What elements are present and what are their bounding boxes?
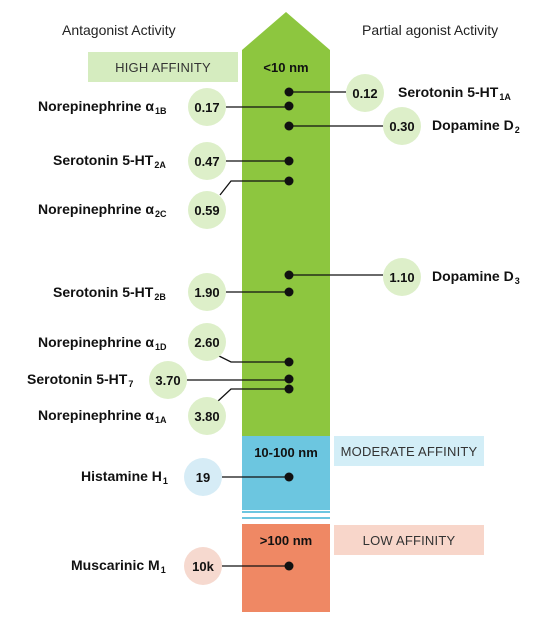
arrow-head xyxy=(242,12,330,50)
ki-value-badge-ser2a: 0.47 xyxy=(188,142,226,180)
high-affinity-band xyxy=(242,50,330,436)
ki-value-badge-nea2c: 0.59 xyxy=(188,191,226,229)
receptor-name-ser1a: Serotonin 5-HT1A xyxy=(398,84,511,102)
moderate-affinity-band xyxy=(242,436,330,510)
ki-value-badge-dopd2: 0.30 xyxy=(383,107,421,145)
affinity-dot-ser7 xyxy=(284,374,294,384)
receptor-name-nea1d: Norepinephrine α1D xyxy=(38,334,167,352)
receptor-name-nea1a: Norepinephrine α1A xyxy=(38,407,167,425)
ki-value-badge-ser7: 3.70 xyxy=(149,361,187,399)
ki-value-badge-musM1: 10k xyxy=(184,547,222,585)
ki-value-badge-hisH1: 19 xyxy=(184,458,222,496)
low-affinity-range: >100 nm xyxy=(259,533,313,548)
connector-line-nea1d xyxy=(216,354,289,363)
affinity-dot-nea2c xyxy=(284,176,294,186)
high-affinity-range: <10 nm xyxy=(263,60,309,75)
affinity-dot-ser2a xyxy=(284,156,294,166)
receptor-name-nea1b: Norepinephrine α1B xyxy=(38,98,167,116)
affinity-dot-dopd3 xyxy=(284,270,294,280)
affinity-dot-nea1b xyxy=(284,101,294,111)
affinity-dot-ser2b xyxy=(284,287,294,297)
low-affinity-tag: LOW AFFINITY xyxy=(334,525,484,555)
ki-value-badge-nea1a: 3.80 xyxy=(188,397,226,435)
receptor-name-ser7: Serotonin 5-HT7 xyxy=(27,371,134,389)
receptor-name-dopd3: Dopamine D3 xyxy=(432,268,520,286)
ki-value-badge-ser1a: 0.12 xyxy=(346,74,384,112)
partial-agonist-activity-header: Partial agonist Activity xyxy=(362,22,499,38)
affinity-dot-dopd2 xyxy=(284,121,294,131)
ki-value-badge-nea1d: 2.60 xyxy=(188,323,226,361)
receptor-name-hisH1: Histamine H1 xyxy=(81,468,168,486)
receptor-name-nea2c: Norepinephrine α2C xyxy=(38,201,167,219)
receptor-name-dopd2: Dopamine D2 xyxy=(432,117,520,135)
moderate-affinity-range: 10-100 nm xyxy=(254,445,318,460)
affinity-dot-nea1a xyxy=(284,384,294,394)
affinity-dot-nea1d xyxy=(284,357,294,367)
receptor-name-musM1: Muscarinic M1 xyxy=(71,557,166,575)
antagonist-activity-header: Antagonist Activity xyxy=(62,22,176,38)
high-affinity-tag: HIGH AFFINITY xyxy=(88,52,238,82)
affinity-dot-hisH1 xyxy=(284,472,294,482)
ki-value-badge-ser2b: 1.90 xyxy=(188,273,226,311)
affinity-dot-ser1a xyxy=(284,87,294,97)
ki-value-badge-dopd3: 1.10 xyxy=(383,258,421,296)
connector-line-nea1a xyxy=(216,388,289,403)
ki-value-badge-nea1b: 0.17 xyxy=(188,88,226,126)
affinity-dot-musM1 xyxy=(284,561,294,571)
receptor-name-ser2b: Serotonin 5-HT2B xyxy=(53,284,166,302)
moderate-affinity-tag: MODERATE AFFINITY xyxy=(334,436,484,466)
connector-line-nea2c xyxy=(219,180,289,196)
receptor-name-ser2a: Serotonin 5-HT2A xyxy=(53,152,166,170)
